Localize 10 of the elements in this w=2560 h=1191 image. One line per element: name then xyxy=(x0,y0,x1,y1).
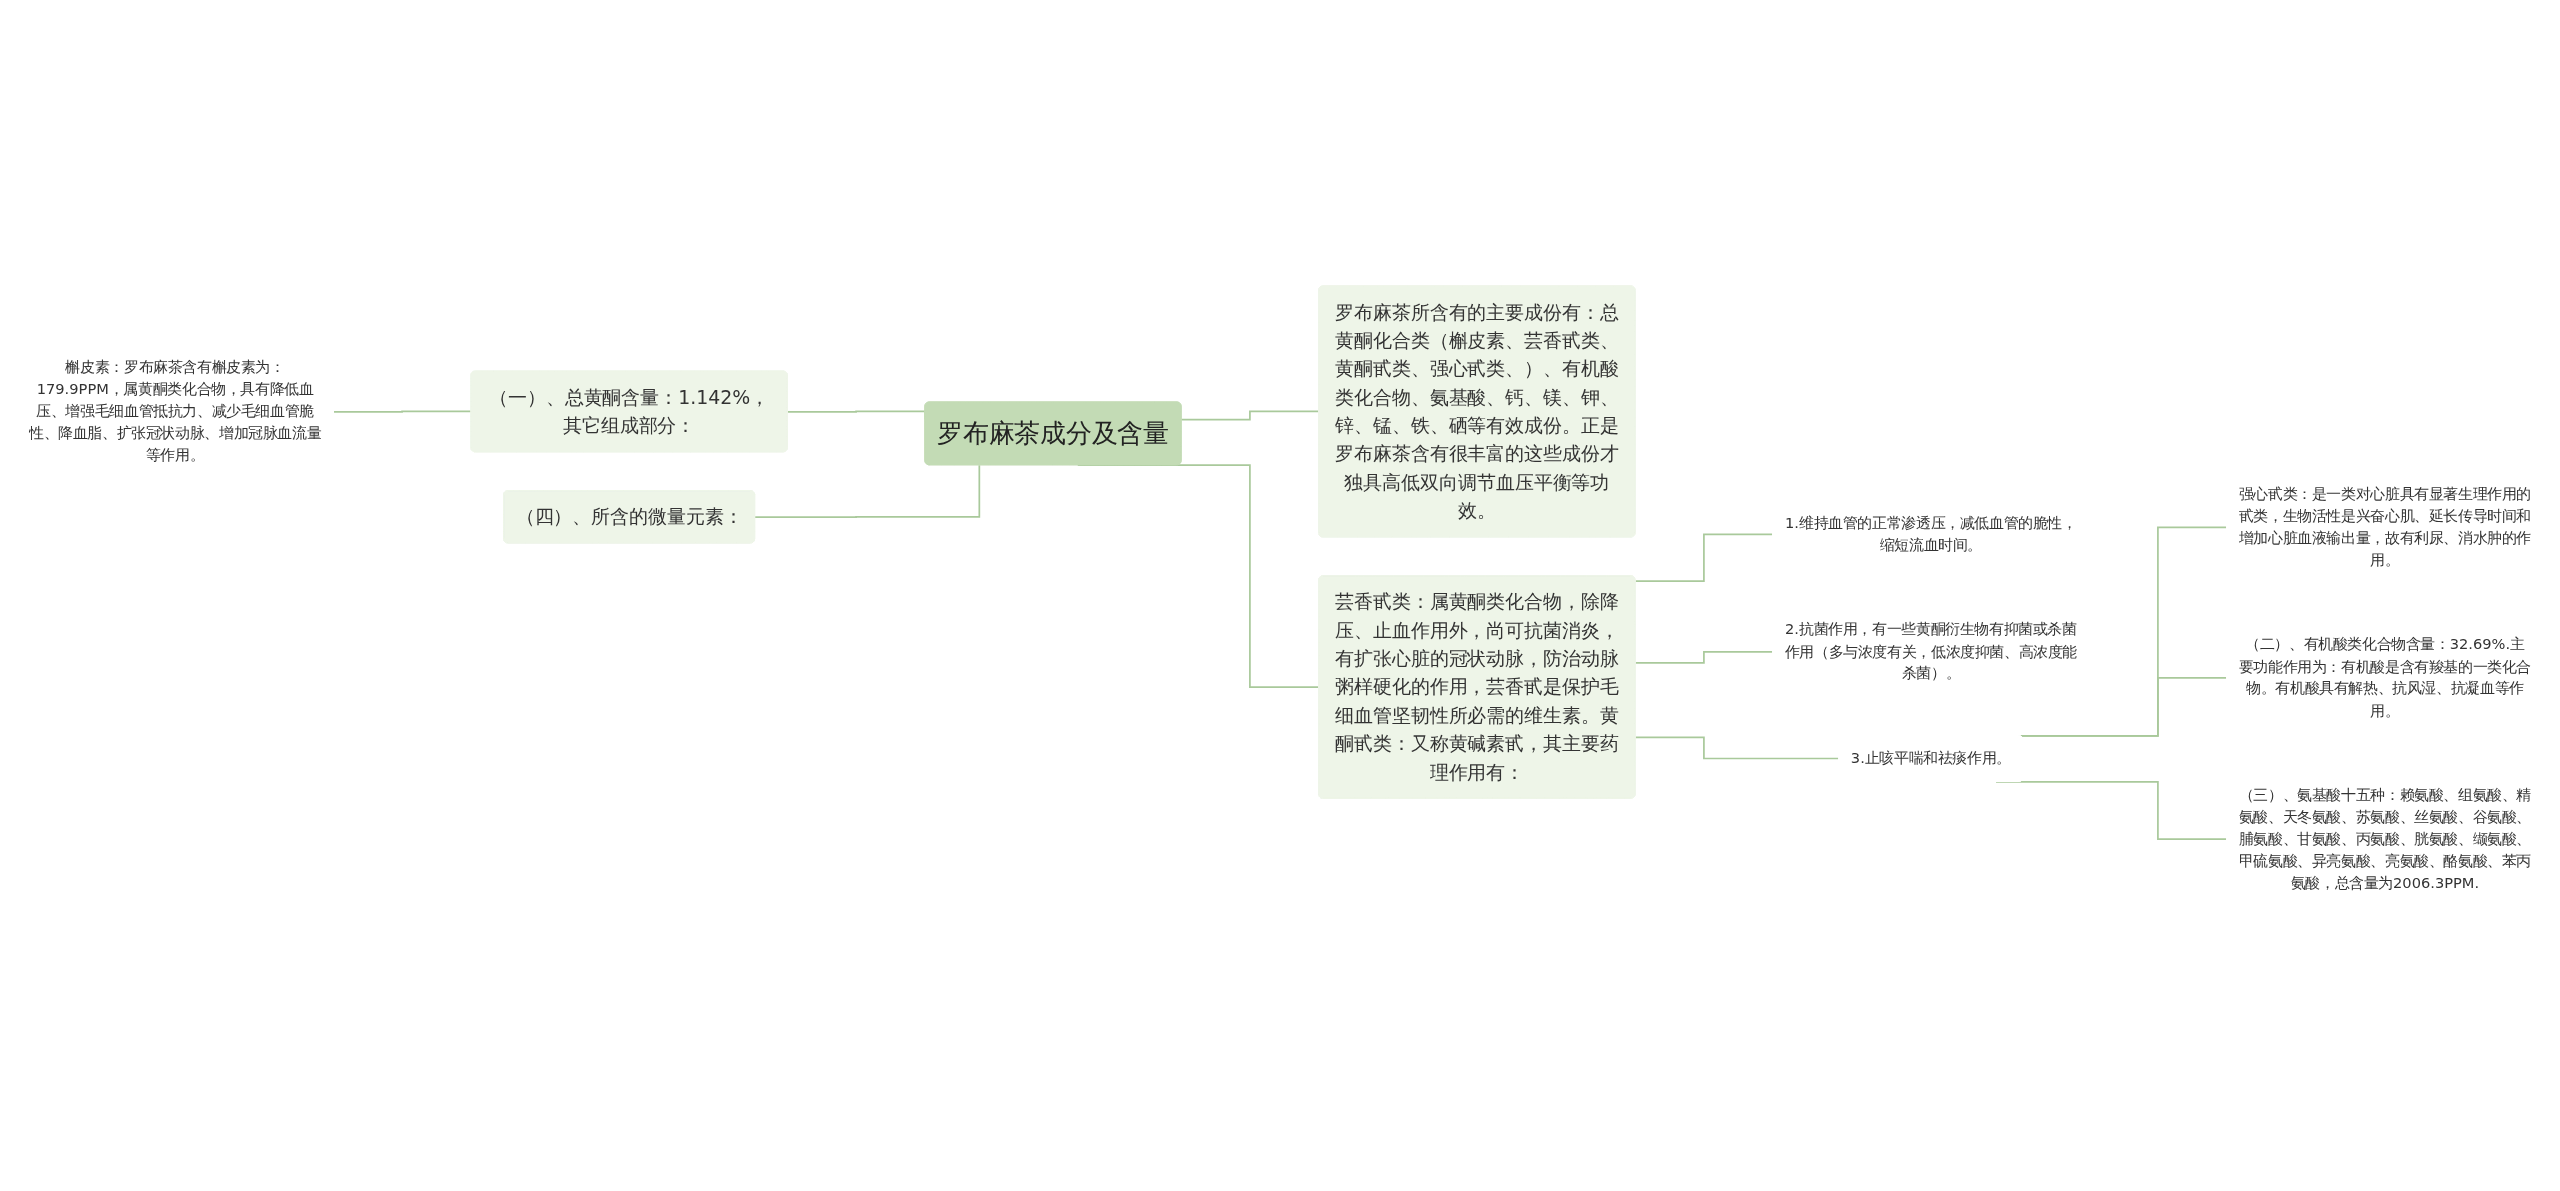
connector xyxy=(1634,532,1774,582)
node-text: 强心甙类：是一类对心脏具有显著生理作用的甙类，生物活性是兴奋心肌、延长传导时间和增加心脏血液输出量，故有利尿、消水肿的作用。 xyxy=(2238,484,2532,568)
connector xyxy=(1634,650,1774,664)
connector xyxy=(754,463,981,518)
node-text: 槲皮素：罗布麻茶含有槲皮素为：179.9PPM，属黄酮类化合物，具有降低血压、增强毛细血管抵抗力、减少毛细血管脆性、降血脂、扩张冠状动脉、增加冠脉血流量等作用。 xyxy=(28,357,322,463)
node-text: （三）、氨基酸十五种：赖氨酸、组氨酸、精氨酸、天冬氨酸、苏氨酸、丝氨酸、谷氨酸、脯氨酸、甘氨酸、丙氨酸、胱氨酸、缬氨酸、甲硫氨酸、异亮氨酸、亮氨酸、酪氨酸、苯丙氨酸，总含量为2006.3PPM. xyxy=(2238,785,2532,891)
node-text: （二）、有机酸类化合物含量：32.69%.主要功能作用为：有机酸是含有羧基的一类化合物。有机酸具有解热、抗风湿、抗凝血等作用。 xyxy=(2238,635,2532,719)
node-text: 1.维持血管的正常渗透压，减低血管的脆性，缩短流血时间。 xyxy=(1785,513,2077,553)
node-text: 2.抗菌作用，有一些黄酮衍生物有抑菌或杀菌作用（多与浓度有关，低浓度抑菌、高浓度能杀菌）。 xyxy=(1784,620,2078,682)
connector xyxy=(1180,410,1320,420)
